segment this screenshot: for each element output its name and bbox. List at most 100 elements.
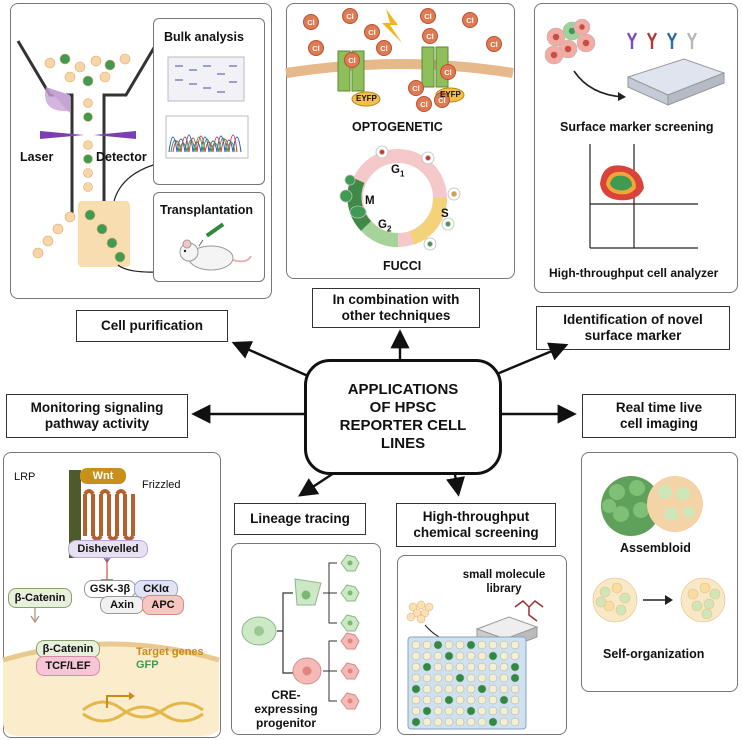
well [510, 684, 520, 694]
well [499, 673, 509, 683]
target-genes-label: Target genes [136, 646, 204, 658]
library-label: small molecule library [462, 569, 546, 595]
well [466, 651, 476, 661]
well-plate-frame [407, 636, 527, 730]
well [433, 695, 443, 705]
well [466, 695, 476, 705]
well [499, 684, 509, 694]
well [455, 673, 465, 683]
well [488, 684, 498, 694]
well [444, 640, 454, 650]
well [488, 706, 498, 716]
well [433, 651, 443, 661]
well [488, 717, 498, 727]
well [455, 662, 465, 672]
center-line-1: APPLICATIONS [347, 381, 459, 398]
well [466, 684, 476, 694]
well [477, 651, 487, 661]
well [444, 651, 454, 661]
well [455, 640, 465, 650]
chloride-ion: Cl [416, 96, 432, 112]
well [510, 640, 520, 650]
well [499, 695, 509, 705]
optogenetic-illustration [285, 9, 514, 107]
axin-badge: Axin [100, 596, 144, 614]
chloride-ion: Cl [422, 28, 438, 44]
lineage-tree-illustration [241, 554, 360, 710]
well [466, 662, 476, 672]
chloride-ion: Cl [308, 40, 324, 56]
well [411, 684, 421, 694]
well [510, 662, 520, 672]
well [411, 673, 421, 683]
well [455, 651, 465, 661]
fucci-cell-cycle [339, 145, 461, 251]
well [422, 651, 432, 661]
well [455, 717, 465, 727]
well [422, 684, 432, 694]
phase-s-label: S [441, 208, 449, 220]
surface-marker-panel [534, 3, 738, 293]
chloride-ion: Cl [440, 64, 456, 80]
eyfp-label-right: EYFP [440, 90, 461, 99]
well [477, 717, 487, 727]
well [499, 651, 509, 661]
well [466, 640, 476, 650]
ckia-badge: CKIα [134, 580, 178, 598]
gsk-badge: GSK-3β [84, 580, 136, 598]
phase-g1-label: G1 [391, 164, 405, 179]
well [477, 662, 487, 672]
well [444, 695, 454, 705]
well [488, 673, 498, 683]
well-plate [407, 636, 527, 730]
well [455, 684, 465, 694]
well [477, 706, 487, 716]
well [422, 717, 432, 727]
well [433, 684, 443, 694]
well [477, 673, 487, 683]
center-line-2: OF HPSC [369, 399, 437, 416]
phase-m-label: M [365, 195, 375, 207]
gel-electrophoresis-icon [165, 56, 249, 159]
gfp-label: GFP [136, 659, 159, 671]
well [444, 684, 454, 694]
well [455, 706, 465, 716]
well [433, 662, 443, 672]
well [455, 695, 465, 705]
dishevelled-badge: Dishevelled [68, 540, 148, 558]
well [444, 662, 454, 672]
well [433, 717, 443, 727]
chloride-ion: Cl [434, 92, 450, 108]
well [433, 673, 443, 683]
chloride-ion: Cl [376, 40, 392, 56]
wnt-badge: Wnt [80, 468, 126, 484]
well [444, 706, 454, 716]
frizzled-label: Frizzled [142, 479, 181, 491]
well [510, 717, 520, 727]
optogenetic-label: OPTOGENETIC [352, 120, 443, 134]
tcf-lef-badge: TCF/LEF [36, 656, 100, 676]
well [422, 640, 432, 650]
well [444, 673, 454, 683]
well [510, 706, 520, 716]
well [488, 662, 498, 672]
well [477, 684, 487, 694]
well [510, 673, 520, 683]
chloride-ion: Cl [364, 24, 380, 40]
well [422, 673, 432, 683]
transplantation-label: Transplantation [160, 203, 254, 217]
central-title-box: APPLICATIONS OF HPSC REPORTER CELL LINES [304, 359, 502, 475]
well [466, 673, 476, 683]
beta-catenin-nuc-badge: β-Catenin [36, 640, 100, 658]
chloride-ion: Cl [420, 8, 436, 24]
fucci-label: FUCCI [383, 259, 422, 273]
assembloid-label: Assembloid [620, 541, 691, 555]
well [499, 640, 509, 650]
well [477, 640, 487, 650]
beta-catenin-cyto-badge: β-Catenin [8, 588, 72, 608]
well [499, 717, 509, 727]
